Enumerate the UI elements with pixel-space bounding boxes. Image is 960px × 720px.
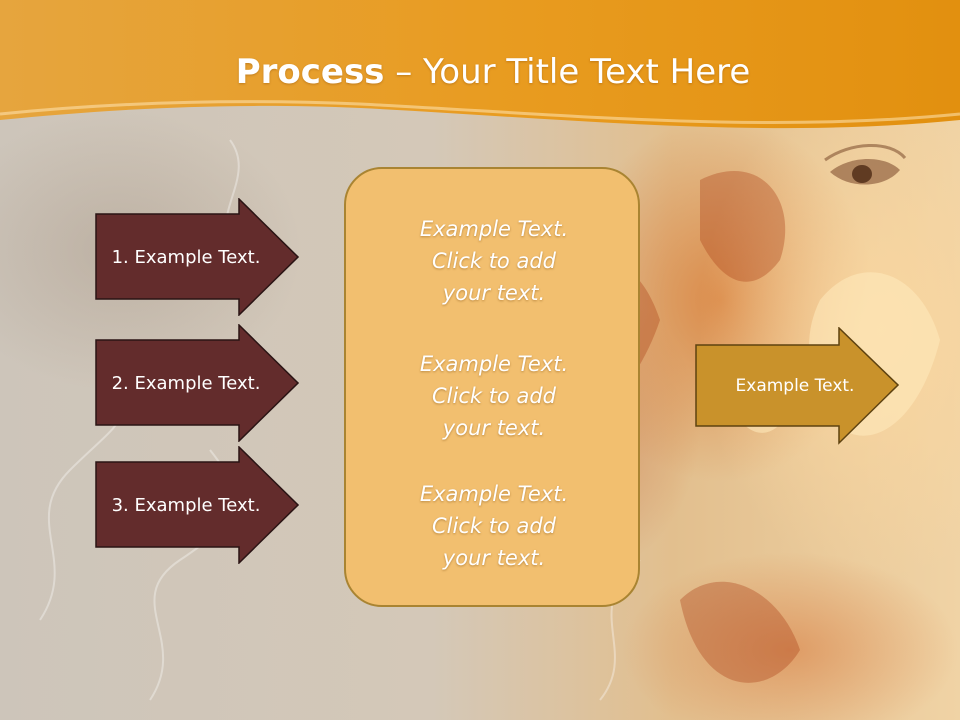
face-eye-art xyxy=(824,144,907,185)
process-step-2-arrow[interactable]: 2. Example Text. xyxy=(95,324,299,442)
process-step-label: 2. Example Text. xyxy=(111,372,261,394)
text-line: Click to add xyxy=(431,514,556,538)
process-result-label: Example Text. xyxy=(735,376,855,396)
process-step-label: 3. Example Text. xyxy=(111,494,261,516)
center-text-block-3[interactable]: Example Text. Click to add your text. xyxy=(346,478,642,574)
center-text-block-1[interactable]: Example Text. Click to add your text. xyxy=(346,213,642,309)
text-line: Example Text. xyxy=(419,482,569,506)
text-line: Example Text. xyxy=(419,352,569,376)
process-step-label: 1. Example Text. xyxy=(111,246,261,268)
text-line: your text. xyxy=(442,416,546,440)
right-arrow-shape xyxy=(695,327,899,445)
title-bold-text: Process xyxy=(235,52,385,92)
right-arrow-shape xyxy=(95,324,299,442)
text-line: your text. xyxy=(442,281,546,305)
title-band xyxy=(0,0,960,129)
center-text-box[interactable]: Example Text. Click to add your text. Ex… xyxy=(344,167,640,607)
right-arrow-shape xyxy=(95,446,299,564)
text-line: Example Text. xyxy=(419,217,569,241)
process-result-arrow[interactable]: Example Text. xyxy=(695,327,899,445)
text-line: Click to add xyxy=(431,249,556,273)
right-arrow-shape xyxy=(95,198,299,316)
text-line: your text. xyxy=(442,546,546,570)
title-rest-text: – Your Title Text Here xyxy=(384,52,751,92)
process-step-1-arrow[interactable]: 1. Example Text. xyxy=(95,198,299,316)
center-text-block-2[interactable]: Example Text. Click to add your text. xyxy=(346,348,642,444)
text-line: Click to add xyxy=(431,384,556,408)
process-step-3-arrow[interactable]: 3. Example Text. xyxy=(95,446,299,564)
page-title[interactable]: Process – Your Title Text Here xyxy=(0,52,960,92)
